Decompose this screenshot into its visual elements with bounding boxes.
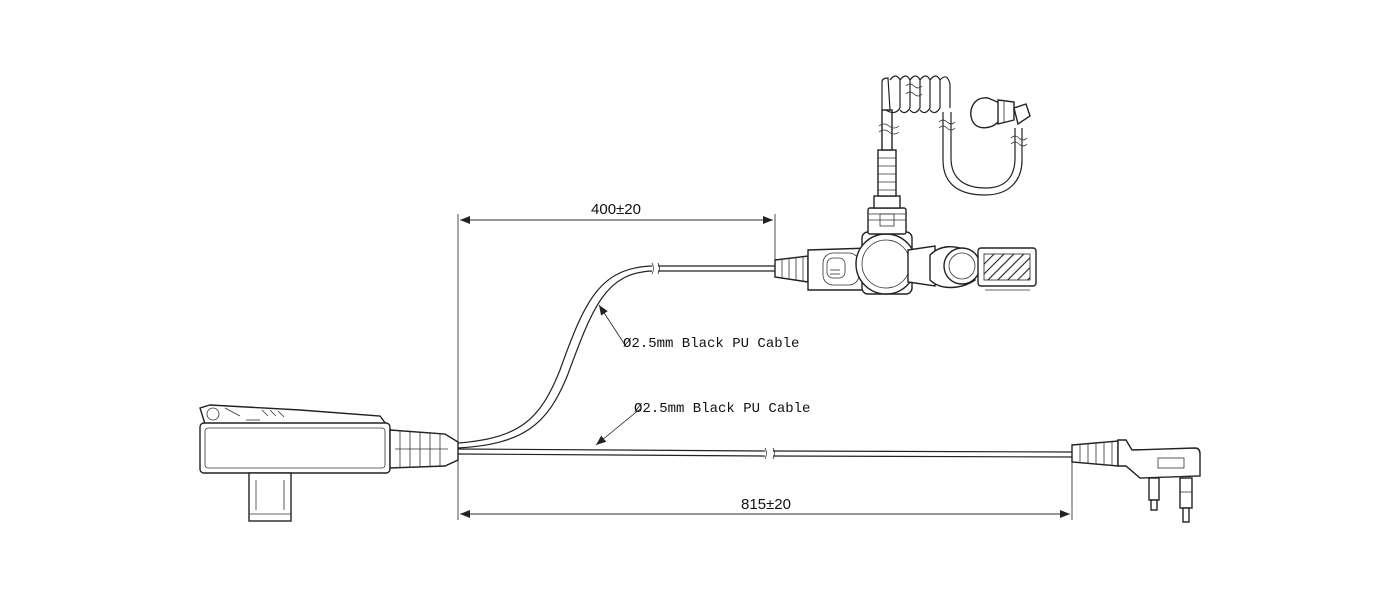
- box-strain-relief: [389, 429, 459, 469]
- dimension-label-upper: 400±20: [591, 201, 641, 218]
- radio-plug: [1071, 439, 1201, 523]
- eartip: [970, 97, 1031, 129]
- coil-connector-stem: [867, 109, 907, 235]
- callout-upper-leader: [598, 304, 626, 346]
- callout-lower-leader: [595, 408, 641, 446]
- acoustic-tube: [938, 112, 1028, 196]
- dimension-label-lower: 815±20: [741, 496, 791, 513]
- lower-cable: [457, 447, 1073, 460]
- coiled-cord: [881, 75, 951, 114]
- callout-lower-cable: Ø2.5mm Black PU Cable: [634, 401, 810, 417]
- ptt-clip-unit: [199, 404, 391, 522]
- dimension-lower: [460, 462, 1073, 520]
- earpiece-connector-housing: [807, 231, 1037, 295]
- junction-strain-relief: [774, 255, 809, 283]
- callout-upper-cable: Ø2.5mm Black PU Cable: [623, 336, 799, 352]
- upper-cable: [457, 262, 775, 449]
- dimension-upper: [457, 214, 776, 520]
